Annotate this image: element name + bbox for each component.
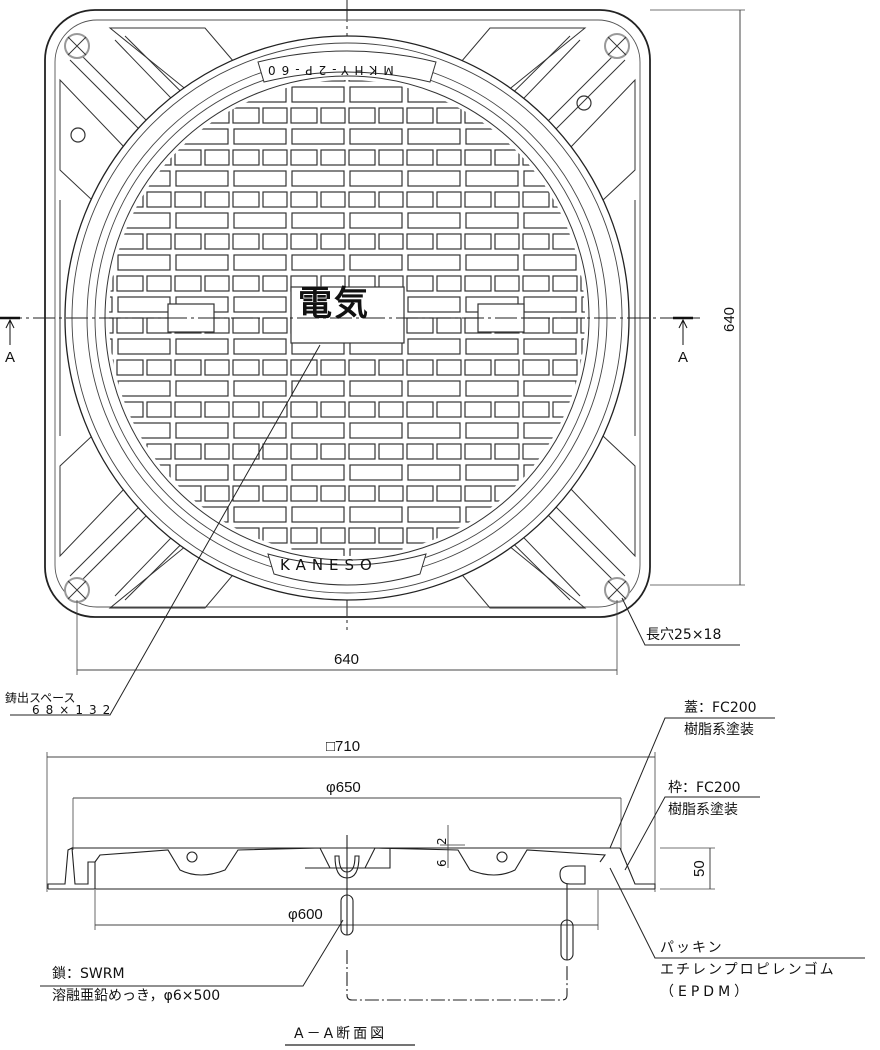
casting-space-size: 68×132 [32,703,117,717]
rim-text-bottom: KANESO [280,556,378,574]
section-profile [47,847,656,890]
gap-dim-6: 6 [435,859,449,867]
opening-diameter-dim: φ600 [288,906,323,923]
chain-spec: 溶融亜鉛めっき，φ6×500 [52,988,221,1004]
section-marker-left: A [5,349,16,366]
frame-outer-dim: □710 [326,738,361,755]
height-dim-50: 50 [691,860,708,877]
cover-material: 蓋：FC200 [684,700,757,716]
dim-width-640: 640 [334,651,360,668]
section-marker-right: A [678,349,689,366]
frame-coating: 樹脂系塗装 [668,802,738,818]
gasket-material: エチレンプロピレンゴム [660,962,836,978]
gap-dim-2: 2 [435,837,449,845]
chain [340,835,574,1001]
center-label: 電気 [298,284,370,324]
frame-outline [44,9,651,618]
slot-note: 長穴25×18 [646,627,722,643]
frame-material: 枠：FC200 [668,780,741,796]
rim-text-top: MKHY-2P-60 [262,63,394,77]
cover-diameter-dim: φ650 [326,779,361,796]
cover-coating: 樹脂系塗装 [684,722,754,738]
dim-height-640: 640 [721,306,738,332]
gasket-label: パッキン [660,940,724,956]
casting-space-label: 鋳出スペース [5,691,76,705]
casting-space-box [290,286,405,344]
section-title: A－A断面図 [294,1026,388,1042]
gasket-abbrev: （EPDM） [660,984,753,1000]
chain-material: 鎖：SWRM [52,966,125,982]
